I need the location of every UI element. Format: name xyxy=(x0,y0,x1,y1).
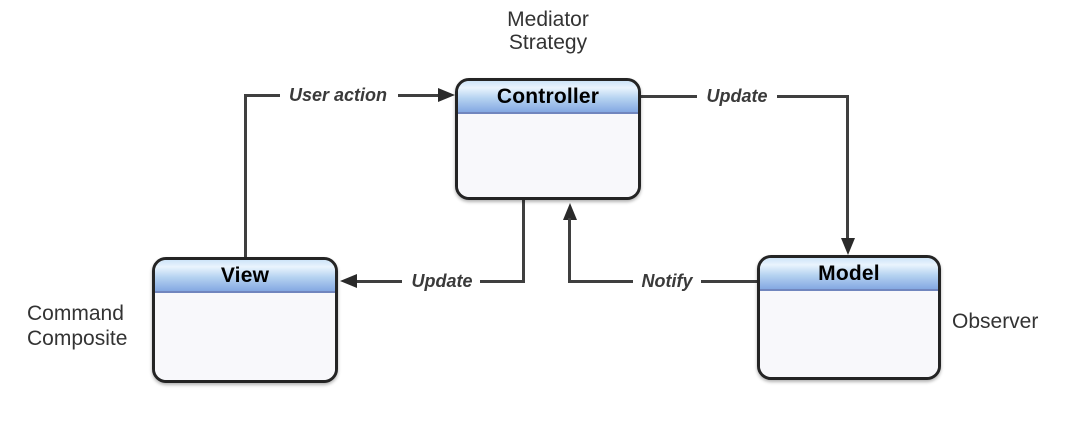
update-view-line-vertical xyxy=(522,199,525,283)
update-view-line-right xyxy=(480,280,525,283)
notify-line-right xyxy=(701,280,757,283)
notify-line-left xyxy=(568,280,633,283)
view-node-header: View xyxy=(155,260,335,293)
user-action-line-left xyxy=(244,94,280,97)
user-action-label: User action xyxy=(288,85,388,105)
user-action-line-right xyxy=(398,94,440,97)
controller-patterns-label: Mediator Strategy xyxy=(507,8,589,54)
update-model-line-right xyxy=(777,95,849,98)
controller-node-title: Controller xyxy=(496,84,600,108)
update-model-label: Update xyxy=(706,86,768,106)
user-action-arrowhead-icon xyxy=(438,88,455,102)
model-node-header: Model xyxy=(760,258,938,291)
notify-line-vertical xyxy=(568,218,571,283)
model-node-title: Model xyxy=(818,261,880,285)
update-view-line-left xyxy=(356,280,402,283)
update-view-label: Update xyxy=(411,271,473,291)
update-view-arrowhead-icon xyxy=(340,274,357,288)
model-patterns-label: Observer xyxy=(952,310,1039,333)
model-node-body xyxy=(760,291,938,377)
controller-node-body xyxy=(458,114,638,197)
view-node: View xyxy=(152,257,338,383)
update-model-arrowhead-icon xyxy=(841,238,855,255)
controller-node-header: Controller xyxy=(458,81,638,114)
controller-node: Controller xyxy=(455,78,641,200)
view-patterns-label: Command Composite xyxy=(27,302,128,350)
update-model-line-left xyxy=(641,95,697,98)
notify-arrowhead-icon xyxy=(563,203,577,220)
view-node-body xyxy=(155,293,335,380)
update-model-line-vertical xyxy=(846,95,849,238)
view-node-title: View xyxy=(220,263,270,287)
notify-label: Notify xyxy=(641,271,693,291)
user-action-line-vertical xyxy=(244,94,247,258)
model-node: Model xyxy=(757,255,941,380)
